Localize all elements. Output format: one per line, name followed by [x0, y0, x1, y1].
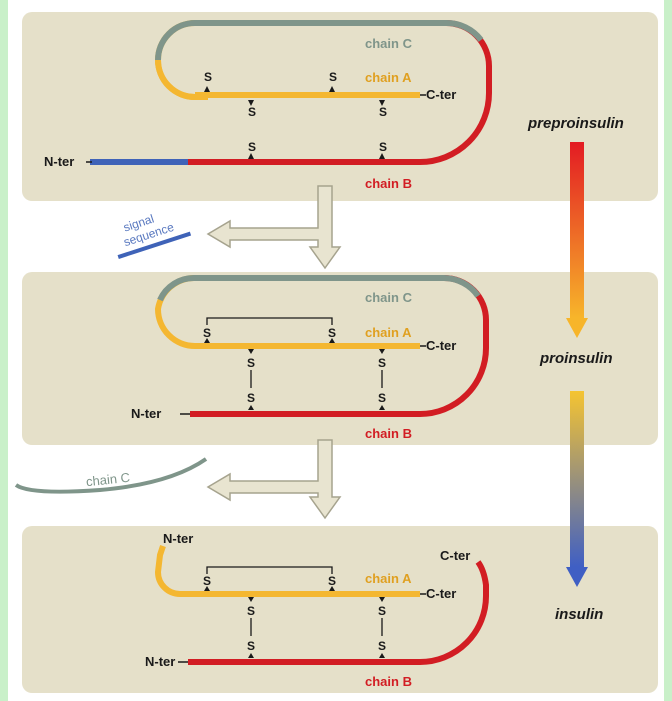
n-ter-label: N-ter: [44, 154, 74, 169]
sulfur-label: S: [247, 356, 255, 370]
sulfur-label: S: [328, 574, 336, 588]
sulfur-label: S: [379, 105, 387, 119]
chain-b-label: chain B: [365, 674, 412, 689]
sulfur-label: S: [378, 356, 386, 370]
chain-a-label: chain A: [365, 325, 412, 340]
stage-label-insulin: insulin: [555, 606, 603, 623]
n-ter-label: N-ter: [145, 654, 175, 669]
sulfur-label: S: [378, 604, 386, 618]
chain-a-label: chain A: [365, 70, 412, 85]
chain-c-label: chain C: [365, 290, 413, 305]
c-ter-label: C-ter: [426, 586, 456, 601]
sulfur-label: S: [248, 105, 256, 119]
sulfur-label: S: [247, 604, 255, 618]
stage-label-preproinsulin: preproinsulin: [527, 115, 624, 132]
signal-sequence-fragment: signal sequence: [108, 202, 190, 257]
sulfur-label: S: [247, 391, 255, 405]
sulfur-label: S: [204, 70, 212, 84]
panel-preproinsulin: [22, 12, 658, 201]
chain-b-label: chain B: [365, 426, 412, 441]
sulfur-label: S: [203, 326, 211, 340]
c-ter-label: C-ter: [426, 87, 456, 102]
chain-a-label: chain A: [365, 571, 412, 586]
sulfur-label: S: [378, 639, 386, 653]
c-ter-label-chain-b: C-ter: [440, 548, 470, 563]
n-ter-label: N-ter: [131, 406, 161, 421]
sulfur-label: S: [329, 70, 337, 84]
sulfur-label: S: [203, 574, 211, 588]
sulfur-label: S: [328, 326, 336, 340]
processing-arrow-2: [208, 440, 340, 518]
sulfur-label: S: [378, 391, 386, 405]
sulfur-label: S: [247, 639, 255, 653]
sulfur-label: S: [379, 140, 387, 154]
chain-b-label: chain B: [365, 176, 412, 191]
chain-c-label: chain C: [365, 36, 413, 51]
sulfur-label: S: [248, 140, 256, 154]
c-ter-label: C-ter: [426, 338, 456, 353]
n-ter-label-chain-a: N-ter: [163, 531, 193, 546]
stage-label-proinsulin: proinsulin: [539, 350, 613, 367]
removed-chain-c: chain C: [16, 459, 206, 492]
